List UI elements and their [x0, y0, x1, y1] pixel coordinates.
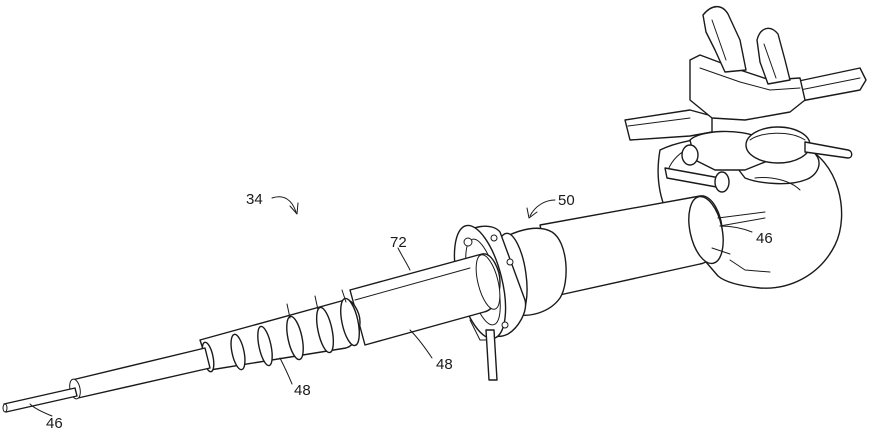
label-ring-assembly: 50 — [558, 192, 575, 209]
label-assembly: 34 — [246, 191, 263, 208]
label-shaft: 48 — [436, 356, 453, 373]
label-wire-right: 46 — [756, 230, 773, 247]
label-dilators: 48 — [294, 382, 311, 399]
label-wire-left: 46 — [46, 415, 63, 431]
guide-cannula — [3, 348, 210, 412]
label-outer-sleeve: 72 — [390, 234, 407, 251]
